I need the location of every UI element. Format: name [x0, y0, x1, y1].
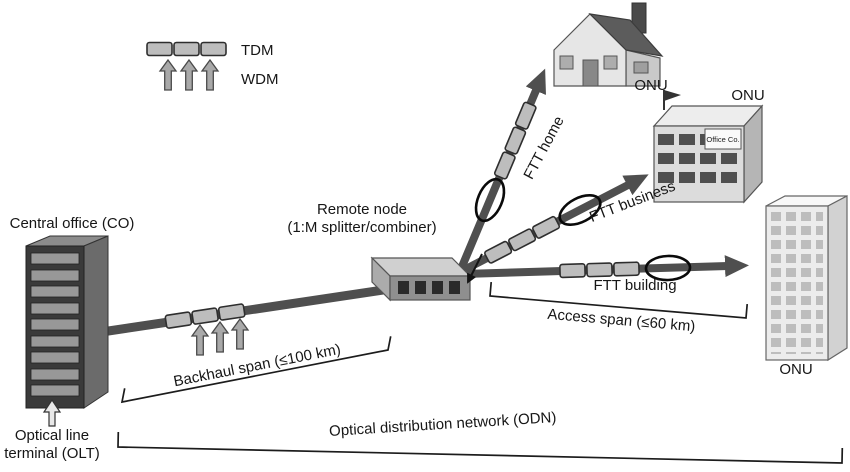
onu-label-home: ONU [634, 77, 667, 94]
office-building-icon: Office Co. [652, 90, 764, 204]
backhaul-span-bracket [120, 336, 392, 404]
ftt-building-label: FTT building [593, 277, 676, 294]
ftt-business-tdm-segments-icon [483, 215, 561, 265]
wdm-legend-icon [159, 59, 219, 91]
rack-slots [30, 252, 80, 397]
legend: TDM WDM [146, 41, 279, 91]
odn-bracket [117, 431, 844, 464]
onu-label-business: ONU [731, 87, 764, 104]
office-sign-label: Office Co. [706, 135, 739, 144]
olt-pointer-arrow-icon [42, 398, 62, 427]
splice-ellipse-home [474, 177, 506, 223]
onu-label-building: ONU [779, 361, 812, 378]
highrise-building-icon [765, 195, 848, 362]
tdm-legend-icon [146, 41, 227, 57]
splice-ellipse-business [558, 194, 602, 226]
access-span-label: Access span (≤60 km) [547, 306, 696, 335]
splice-ellipse-building [644, 254, 692, 282]
central-office-label: Central office (CO) [10, 215, 135, 232]
wdm-legend-label: WDM [241, 71, 279, 88]
odn-label: Optical distribution network (ODN) [329, 409, 557, 440]
office-sign: Office Co. [704, 128, 742, 150]
house-building-icon [553, 2, 664, 87]
splitter-pointer-arrow-icon [467, 253, 483, 284]
splitter-box [370, 256, 472, 302]
ftt-building-tdm-segments-icon [559, 261, 640, 279]
tdm-legend-label: TDM [241, 42, 274, 59]
olt-label-line1: Optical line [15, 427, 89, 444]
access-span-bracket [489, 282, 749, 319]
olt-label-line2: terminal (OLT) [4, 445, 100, 462]
backhaul-wdm-arrows-icon [191, 318, 249, 356]
remote-node-label-line2: (1:M splitter/combiner) [287, 219, 436, 236]
olt-rack [25, 235, 109, 409]
backhaul-tdm-segments-icon [164, 302, 246, 330]
remote-node-label-line1: Remote node [317, 201, 407, 218]
